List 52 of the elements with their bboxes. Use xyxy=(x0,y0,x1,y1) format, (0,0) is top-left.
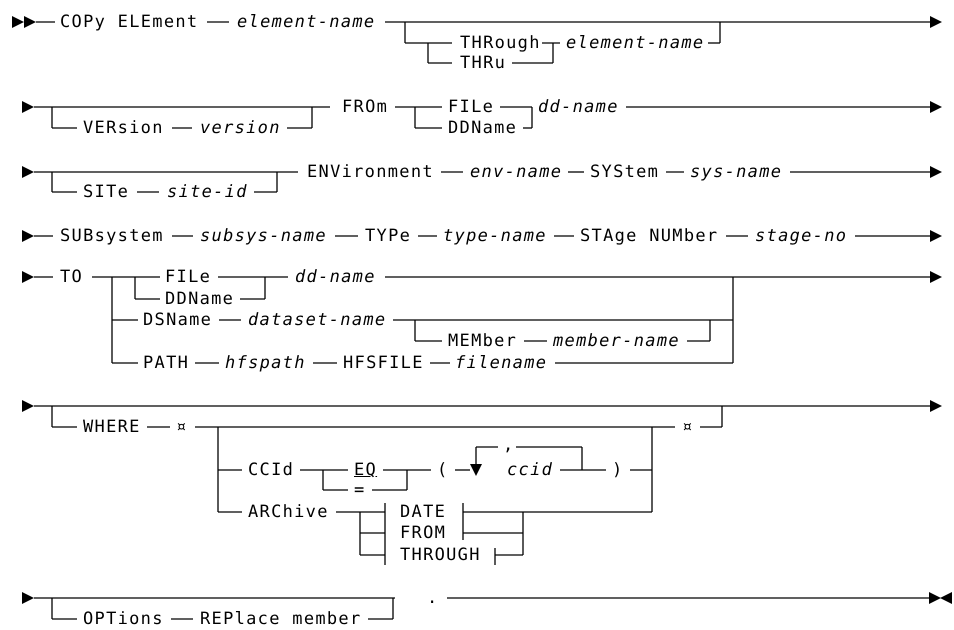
keyword-text: TYPe xyxy=(365,227,412,245)
keyword-text: WHERE xyxy=(83,418,141,436)
variable-text: dataset-name xyxy=(248,311,386,329)
keyword-text: ENVironment xyxy=(307,163,434,181)
variable-text: version xyxy=(200,119,281,137)
keyword-text: OPTions xyxy=(83,610,164,628)
variable-text: env-name xyxy=(470,163,562,181)
keyword-text: FILe xyxy=(448,98,494,116)
keyword-text: HFSFILE xyxy=(343,354,424,372)
keyword-text: THROUGH xyxy=(400,546,481,564)
syntax-symbol: = xyxy=(354,481,366,499)
keyword-text: MEMber xyxy=(448,332,518,350)
keyword-text: THRough xyxy=(460,34,541,52)
variable-text: dd-name xyxy=(295,268,376,286)
variable-text: ccid xyxy=(507,461,554,479)
keyword-text: FROM xyxy=(400,524,446,542)
variable-text: filename xyxy=(455,354,548,372)
keyword-text: VERsion xyxy=(83,119,164,137)
variable-text: sys-name xyxy=(690,163,782,181)
keyword-text: SYStem xyxy=(590,163,660,181)
variable-text: member-name xyxy=(553,332,680,350)
variable-text: subsys-name xyxy=(200,227,327,245)
keyword-text: TO xyxy=(60,268,84,286)
variable-text: hfspath xyxy=(225,354,306,372)
keyword-text: DSName xyxy=(143,311,212,329)
keyword-text: REPlace member xyxy=(200,610,362,628)
keyword-text: DDName xyxy=(165,290,234,308)
default-keyword-text: EQ xyxy=(354,461,378,479)
syntax-symbol: ( xyxy=(437,461,449,479)
variable-text: stage-no xyxy=(755,227,848,245)
keyword-text: COPy ELEment xyxy=(60,13,198,31)
variable-text: element-name xyxy=(237,13,376,31)
keyword-text: FROm xyxy=(342,98,388,116)
keyword-text: DATE xyxy=(400,503,446,521)
variable-text: type-name xyxy=(443,227,547,245)
keyword-text: SUBsystem xyxy=(60,227,164,245)
syntax-symbol: . xyxy=(427,589,439,607)
syntax-symbol: ¤ xyxy=(176,418,188,436)
keyword-text: SITe xyxy=(83,183,130,201)
syntax-symbol: , xyxy=(503,436,515,454)
variable-text: site-id xyxy=(167,183,248,201)
variable-text: dd-name xyxy=(538,98,619,116)
variable-text: element-name xyxy=(566,34,704,52)
syntax-symbol: ¤ xyxy=(682,418,694,436)
syntax-symbol: ) xyxy=(612,461,624,479)
keyword-text: ARChive xyxy=(248,503,329,521)
keyword-text: THRu xyxy=(460,54,506,72)
keyword-text: FILe xyxy=(165,268,212,286)
keyword-text: DDName xyxy=(448,119,518,137)
keyword-text: STAge NUMber xyxy=(580,227,718,245)
keyword-text: CCId xyxy=(248,461,294,479)
keyword-text: PATH xyxy=(143,354,190,372)
